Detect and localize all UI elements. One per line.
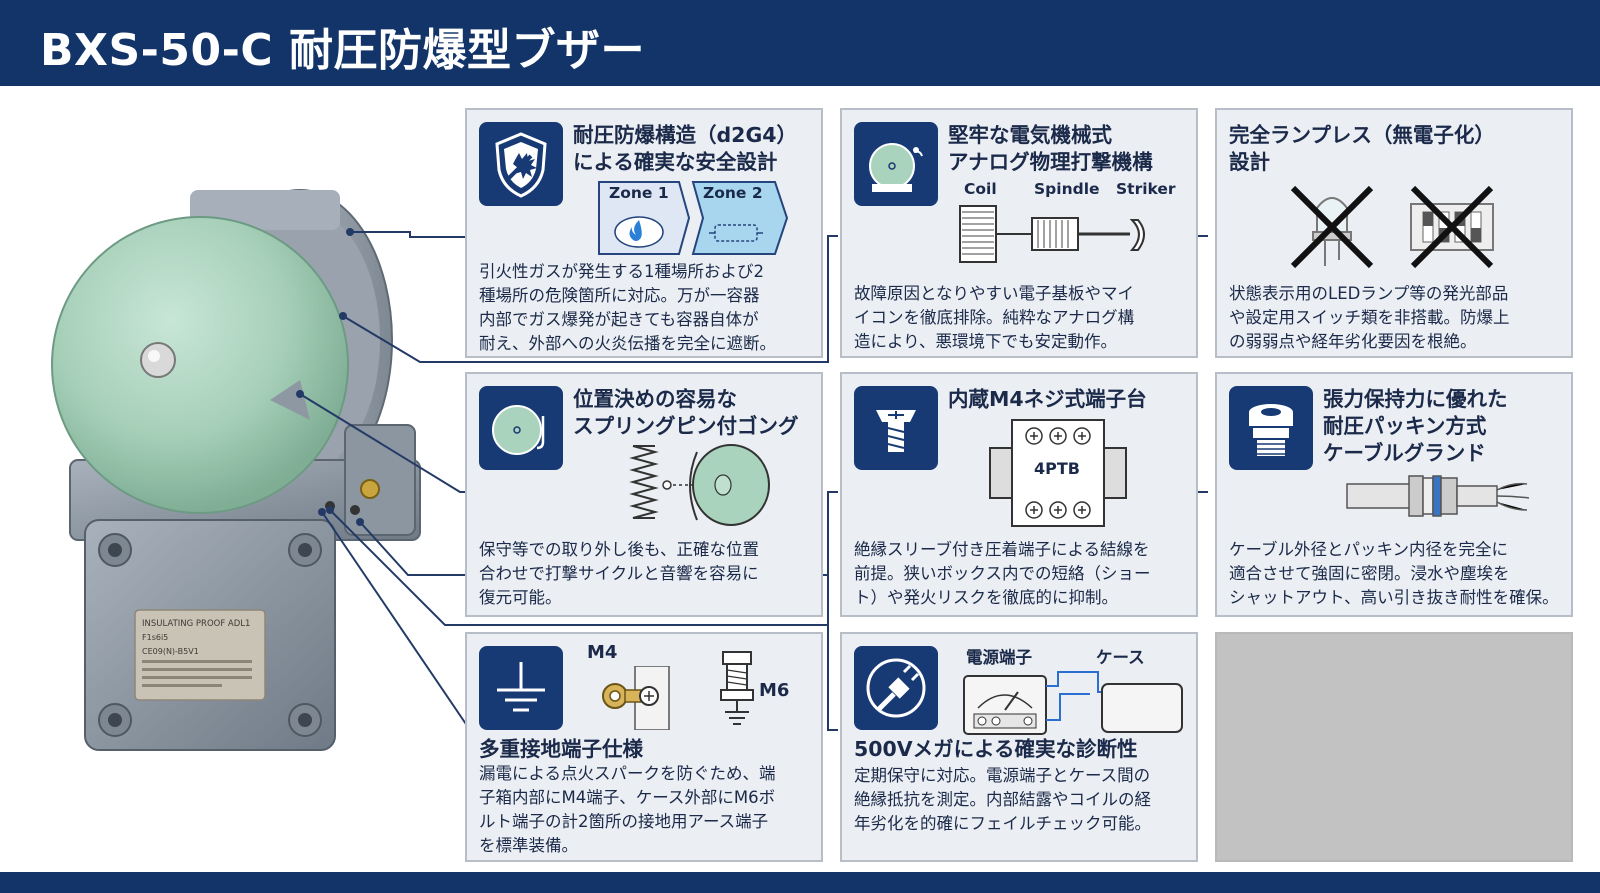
panel-title: 内蔵M4ネジ式端子台 — [948, 387, 1147, 411]
panel-title-line: 耐圧防爆構造（d2G4） — [573, 123, 798, 147]
panel-body-line: 故障原因となりやすい電子基板やマイ — [854, 284, 1135, 303]
panel-body-line: 引火性ガスが発生する1種場所および2 — [479, 262, 764, 281]
case-label: ケース — [1096, 648, 1145, 667]
panel-lampless: 完全ランプレス（無電子化） 設計 状態表示用のLEDランプ等の発光部品 や設定用… — [1215, 108, 1573, 358]
panel-body-line: 状態表示用のLEDランプ等の発光部品 — [1229, 284, 1509, 303]
nameplate-line2: F1s6i5 — [142, 633, 168, 642]
megger-diagram — [960, 662, 1190, 736]
panel-terminal-block: 内蔵M4ネジ式端子台 4PTB 絶縁スリーブ付き圧着端子による結線を 前提。狭い… — [840, 372, 1198, 617]
mechanism-diagram — [952, 202, 1182, 266]
panel-body-line: ルト端子の計2箇所の接地用アース端子 — [479, 812, 769, 831]
no-switch-icon — [1405, 182, 1499, 272]
panel-mechanism: 堅牢な電気機械式 アナログ物理打撃機構 Coil Spindle Striker… — [840, 108, 1198, 358]
panel-flameproof: 耐圧防爆構造（d2G4） による確実な安全設計 Zone 1 Zone 2 引火… — [465, 108, 823, 358]
panel-body-line: 定期保守に対応。電源端子とケース間の — [854, 766, 1151, 785]
product-image: INSULATING PROOF ADL1 F1s6i5 CE09(N)-B5V… — [40, 180, 430, 780]
megger-probe-icon — [854, 646, 938, 730]
panel-title-line: 位置決めの容易な — [573, 387, 737, 411]
panel-body-line: の弱弱点や経年劣化要因を根絶。 — [1229, 332, 1477, 351]
page-title: BXS-50-C 耐圧防爆型ブザー — [40, 25, 646, 76]
m4-terminal-diagram — [595, 666, 685, 730]
panel-body-line: 耐え、外部への火炎伝播を完全に遮断。 — [479, 334, 776, 353]
panel-body-line: 適合させて強固に密閉。浸水や塵埃を — [1229, 564, 1510, 583]
panel-title-line: 設計 — [1229, 150, 1270, 174]
spring-gong-diagram — [627, 440, 777, 530]
spindle-label: Spindle — [1034, 180, 1100, 198]
panel-title-line: 耐圧パッキン方式 — [1323, 414, 1487, 438]
panel-body-line: イコンを徹底排除。純粋なアナログ構 — [854, 308, 1135, 327]
cable-gland-diagram — [1343, 466, 1533, 526]
nameplate-line3: CE09(N)-B5V1 — [142, 647, 199, 656]
panel-title-line: 張力保持力に優れた — [1323, 387, 1508, 411]
terminal-block-diagram — [988, 418, 1128, 528]
panel-body-line: 内部でガス爆発が起きても容器自体が — [479, 310, 759, 329]
panel-title-line: による確実な安全設計 — [573, 150, 778, 174]
gong-pin-icon — [479, 386, 563, 470]
panel-body-line: 前提。狭いボックス内での短絡（ショー — [854, 564, 1151, 583]
header-bar: BXS-50-C 耐圧防爆型ブザー — [0, 0, 1600, 86]
panel-body-line: 子箱内部にM4端子、ケース外部にM6ボ — [479, 788, 776, 807]
bell-striker-icon — [854, 122, 938, 206]
power-terminal-label: 電源端子 — [966, 648, 1032, 667]
panel-title: 500Vメガによる確実な診断性 — [854, 737, 1138, 761]
m6-bolt-diagram — [717, 648, 757, 732]
panel-body-line: 種場所の危険箇所に対応。万が一容器 — [479, 286, 760, 305]
panel-placeholder — [1215, 632, 1573, 862]
m6-label: M6 — [759, 680, 790, 701]
panel-body-line: ケーブル外径とパッキン内径を完全に — [1229, 540, 1509, 559]
zone-chevrons — [597, 180, 797, 256]
panel-body-line: 絶縁抵抗を測定。内部結露やコイルの経 — [854, 790, 1151, 809]
buzzer-illustration: INSULATING PROOF ADL1 F1s6i5 CE09(N)-B5V… — [51, 189, 421, 751]
panel-body-line: を標準装備。 — [479, 836, 578, 855]
screw-icon — [854, 386, 938, 470]
ground-icon — [479, 646, 563, 730]
nameplate-line1: INSULATING PROOF ADL1 — [142, 619, 250, 629]
panel-spring-pin-gong: 位置決めの容易な スプリングピン付ゴング 保守等での取り外し後も、正確な位置 合… — [465, 372, 823, 617]
panel-body-line: 絶縁スリーブ付き圧着端子による結線を — [854, 540, 1150, 559]
panel-body-line: シャットアウト、高い引き抜き耐性を確保。 — [1229, 588, 1559, 607]
zone2-label: Zone 2 — [703, 184, 763, 202]
panel-body-line: 保守等での取り外し後も、正確な位置 — [479, 540, 760, 559]
panel-title-line: ケーブルグランド — [1323, 441, 1486, 465]
panel-body-line: ト）や発火リスクを徹底的に抑制。 — [854, 588, 1118, 607]
panel-title-line: アナログ物理打撃機構 — [948, 150, 1153, 174]
panel-body-line: 合わせで打撃サイクルと音響を容易に — [479, 564, 759, 583]
panel-body-line: 年劣化を的確にフェイルチェック可能。 — [854, 814, 1151, 833]
panel-title: 多重接地端子仕様 — [479, 737, 643, 761]
panel-body-line: 復元可能。 — [479, 588, 562, 607]
shield-explosion-icon — [479, 122, 563, 206]
panel-body-line: や設定用スイッチ類を非搭載。防爆上 — [1229, 308, 1510, 327]
panel-title-line: 完全ランプレス（無電子化） — [1229, 123, 1495, 147]
panel-title-line: スプリングピン付ゴング — [573, 414, 799, 438]
panel-grounding: M4 M6 多重接地端子仕様 漏電による点火スパークを防ぐため、端 子箱内部にM… — [465, 632, 823, 862]
footer-bar — [0, 872, 1600, 893]
panel-cable-gland: 張力保持力に優れた 耐圧パッキン方式 ケーブルグランド ケーブル外径とパッキン内… — [1215, 372, 1573, 617]
no-led-icon — [1287, 182, 1377, 272]
striker-label: Striker — [1116, 180, 1176, 198]
panel-title-line: 堅牢な電気機械式 — [948, 123, 1112, 147]
coil-label: Coil — [964, 180, 997, 198]
cable-gland-icon — [1229, 386, 1313, 470]
terminal-block-label: 4PTB — [1034, 459, 1080, 478]
panel-megger: 電源端子 ケース 500Vメガによる確実な診断性 定期保守に対応。電源端子とケー… — [840, 632, 1198, 862]
panel-body-line: 造により、悪環境下でも安定動作。 — [854, 332, 1118, 351]
m4-label: M4 — [587, 642, 618, 663]
zone1-label: Zone 1 — [609, 184, 669, 202]
panel-body-line: 漏電による点火スパークを防ぐため、端 — [479, 764, 776, 783]
